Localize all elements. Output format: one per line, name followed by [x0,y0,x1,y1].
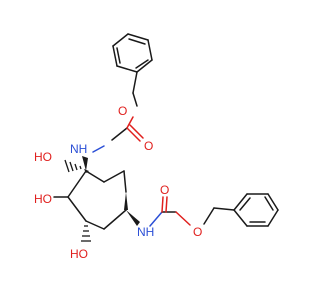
hashed-bond-oh-3 [81,225,91,242]
stereo-bonds [53,156,140,242]
atom-label-o-carbonyl-top: O [144,139,153,153]
atom-label-nh-bottom: NH [137,225,154,239]
carbamate-top [92,71,144,153]
atom-label-o-ester-bottom: O [193,225,202,239]
atom-label-o-ester-top: O [118,104,127,118]
atom-label-ho-1: HO [34,150,52,164]
benzene-ring-bottom [233,193,279,227]
atom-label-ho-3: HO [70,247,88,261]
cyclohexane-ring [67,170,127,230]
atom-label-o-carbonyl-bottom: O [160,183,169,197]
molecule-structure: NH O O NH O O HO HO HO [34,33,279,261]
atom-labels: NH O O NH O O HO HO HO [34,104,202,261]
hashed-bond-oh-1 [64,159,82,173]
carbamate-bottom [149,196,235,227]
atom-label-nh-top: NH [70,142,87,156]
atom-label-ho-2: HO [34,192,52,206]
benzene-ring-top [112,33,153,73]
